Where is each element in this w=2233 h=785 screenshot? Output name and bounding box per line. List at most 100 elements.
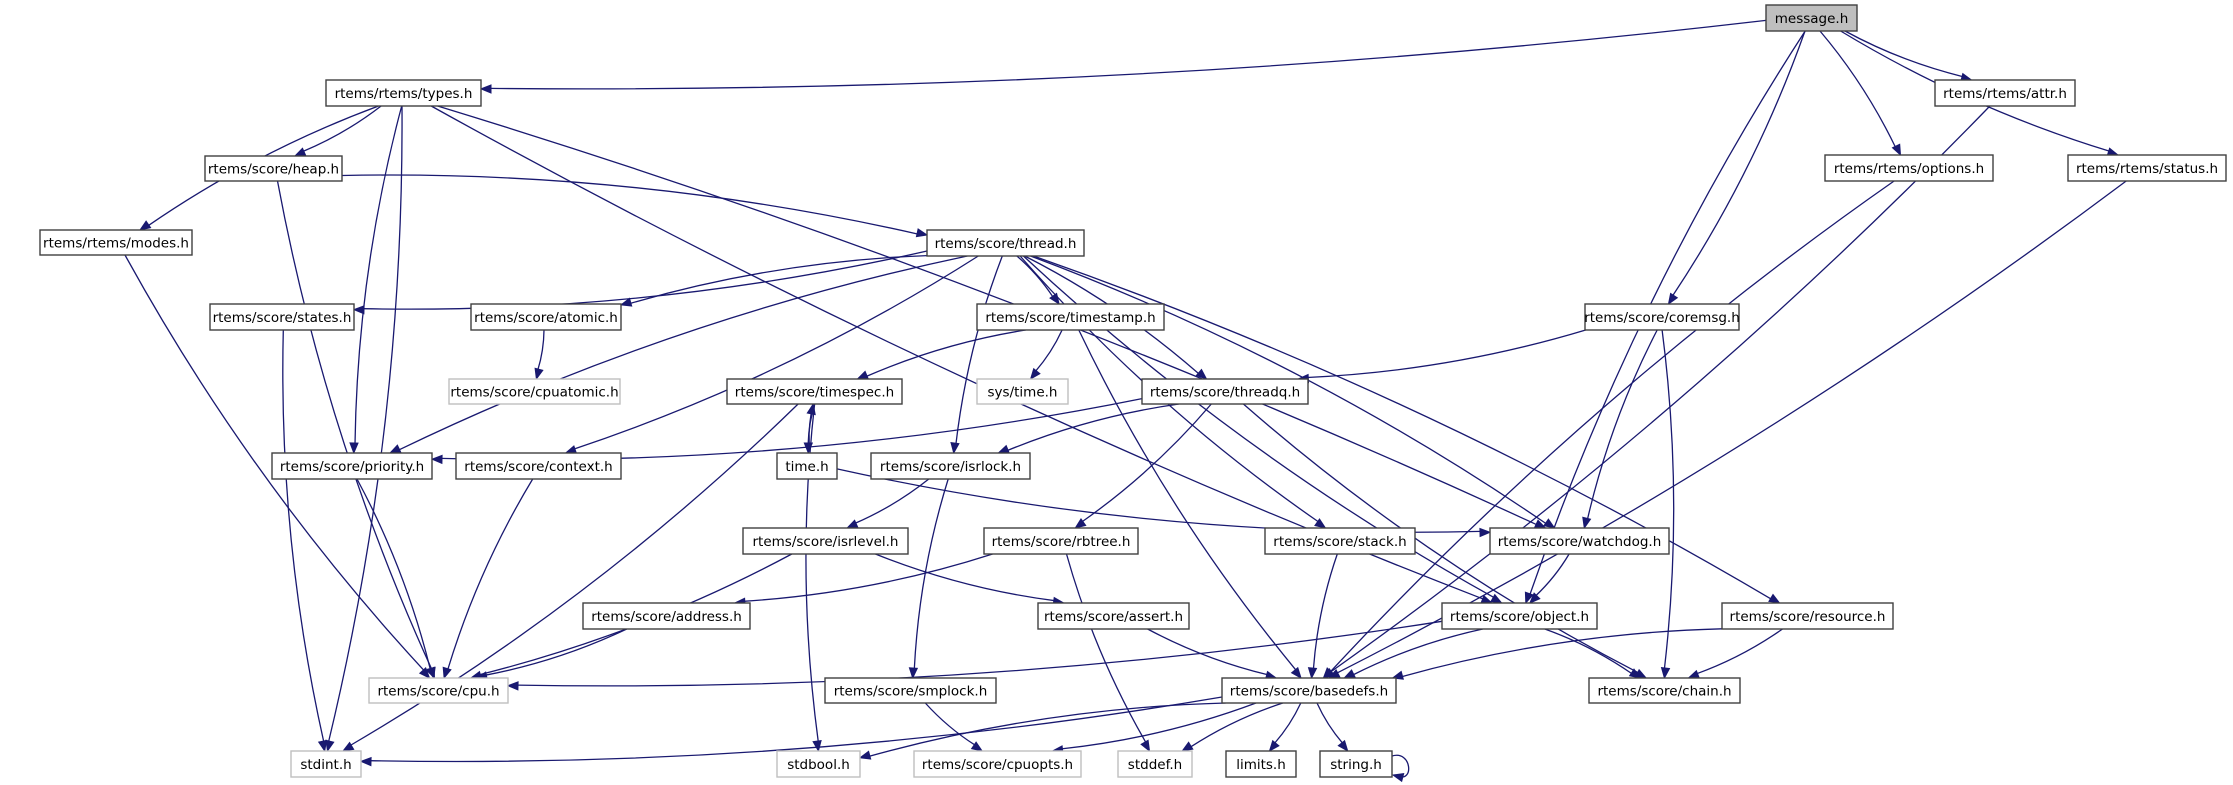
node-label: rtems/score/resource.h bbox=[1730, 609, 1886, 625]
node-rbtree[interactable]: rtems/score/rbtree.h bbox=[983, 527, 1139, 555]
edge-line bbox=[1316, 702, 1344, 744]
edge-basedefs-to-limits bbox=[1268, 702, 1302, 753]
node-string[interactable]: string.h bbox=[1319, 750, 1393, 778]
arrowhead-icon bbox=[293, 147, 307, 157]
edge-message-to-coremsg bbox=[1667, 30, 1806, 306]
edge-line bbox=[805, 403, 819, 743]
edge-line bbox=[447, 478, 534, 670]
edge-line bbox=[327, 105, 403, 743]
node-box bbox=[209, 303, 355, 331]
arrowhead-icon bbox=[1074, 518, 1087, 529]
node-attr[interactable]: rtems/rtems/attr.h bbox=[1934, 79, 2076, 107]
edge-modes-to-cpu bbox=[124, 254, 431, 679]
node-status[interactable]: rtems/rtems/status.h bbox=[2067, 154, 2227, 182]
edge-line bbox=[743, 553, 993, 602]
node-label: rtems/score/context.h bbox=[464, 459, 612, 475]
node-box bbox=[1117, 750, 1193, 778]
node-label: rtems/score/atomic.h bbox=[474, 310, 618, 326]
arrowhead-icon bbox=[1029, 367, 1041, 381]
edge-isrlock-to-isrlevel bbox=[845, 478, 930, 529]
node-box bbox=[39, 229, 193, 256]
node-stack[interactable]: rtems/score/stack.h bbox=[1264, 527, 1416, 555]
node-thread[interactable]: rtems/score/thread.h bbox=[926, 229, 1085, 257]
node-label: rtems/rtems/modes.h bbox=[43, 236, 189, 252]
arrowhead-icon bbox=[845, 519, 859, 529]
arrowhead-icon bbox=[1687, 669, 1701, 679]
arrowhead-icon bbox=[619, 297, 633, 307]
node-context[interactable]: rtems/score/context.h bbox=[455, 452, 622, 480]
edge-stack-to-basedefs bbox=[1307, 553, 1338, 680]
node-object[interactable]: rtems/score/object.h bbox=[1441, 602, 1598, 630]
edge-threadq-to-rbtree bbox=[1074, 403, 1212, 529]
node-priority[interactable]: rtems/score/priority.h bbox=[271, 452, 433, 480]
node-timestamp[interactable]: rtems/score/timestamp.h bbox=[976, 303, 1165, 331]
node-limits[interactable]: limits.h bbox=[1225, 750, 1297, 778]
edge-line bbox=[398, 255, 968, 451]
edge-message-to-attr bbox=[1844, 30, 1973, 82]
node-atomic[interactable]: rtems/score/atomic.h bbox=[470, 303, 622, 331]
edge-timestamp-to-timespec bbox=[856, 329, 1026, 380]
node-cpuatomic: rtems/score/cpuatomic.h bbox=[448, 378, 621, 405]
edge-object-to-basedefs bbox=[1343, 628, 1483, 679]
node-label: rtems/rtems/status.h bbox=[2076, 161, 2218, 177]
edge-line bbox=[349, 403, 799, 747]
node-basedefs[interactable]: rtems/score/basedefs.h bbox=[1221, 677, 1397, 704]
edge-line bbox=[1065, 553, 1147, 744]
edge-thread-to-atomic bbox=[619, 254, 928, 307]
node-timespec[interactable]: rtems/score/timespec.h bbox=[726, 378, 903, 405]
node-isrlock[interactable]: rtems/score/isrlock.h bbox=[870, 452, 1031, 480]
node-modes[interactable]: rtems/rtems/modes.h bbox=[39, 229, 193, 256]
edge-line bbox=[1671, 30, 1806, 297]
arrowhead-icon bbox=[1479, 527, 1492, 538]
edge-basedefs-to-stdint bbox=[359, 696, 1223, 767]
node-states[interactable]: rtems/score/states.h bbox=[209, 303, 355, 331]
arrowhead-icon bbox=[1314, 518, 1327, 529]
edge-line bbox=[276, 180, 433, 670]
edge-line bbox=[1030, 255, 1547, 525]
node-label: rtems/score/isrlock.h bbox=[880, 459, 1021, 475]
node-box bbox=[1934, 79, 2076, 107]
node-message[interactable]: message.h bbox=[1765, 4, 1858, 32]
node-stdbool: stdbool.h bbox=[776, 750, 861, 778]
node-heap[interactable]: rtems/score/heap.h bbox=[204, 155, 343, 182]
arrowhead-icon bbox=[997, 444, 1010, 454]
edge-line bbox=[1696, 628, 1783, 675]
edge-line bbox=[854, 478, 930, 524]
node-label: rtems/score/basedefs.h bbox=[1230, 684, 1388, 700]
edge-object-to-cpu bbox=[506, 620, 1443, 691]
node-label: string.h bbox=[1330, 757, 1382, 773]
node-resource[interactable]: rtems/score/resource.h bbox=[1721, 602, 1894, 630]
node-smplock[interactable]: rtems/score/smplock.h bbox=[824, 677, 997, 704]
node-threadq[interactable]: rtems/score/threadq.h bbox=[1141, 378, 1309, 405]
node-coremsg[interactable]: rtems/score/coremsg.h bbox=[1584, 303, 1740, 331]
edge-thread-to-isrlock bbox=[950, 255, 1003, 455]
edge-message-to-options bbox=[1819, 30, 1902, 157]
node-chain[interactable]: rtems/score/chain.h bbox=[1588, 677, 1741, 704]
node-types[interactable]: rtems/rtems/types.h bbox=[325, 79, 482, 107]
edge-timeh-to-timespec bbox=[806, 402, 816, 454]
node-address[interactable]: rtems/score/address.h bbox=[582, 602, 751, 630]
node-cpuopts: rtems/score/cpuopts.h bbox=[913, 750, 1082, 778]
edges-layer bbox=[124, 19, 2127, 783]
node-assert[interactable]: rtems/score/assert.h bbox=[1037, 602, 1190, 630]
node-isrlevel[interactable]: rtems/score/isrlevel.h bbox=[742, 527, 909, 555]
edge-resource-to-chain bbox=[1687, 628, 1783, 679]
node-label: rtems/score/cpuopts.h bbox=[922, 757, 1073, 773]
arrowhead-icon bbox=[341, 741, 355, 752]
edge-states-to-stdint bbox=[282, 329, 328, 753]
edge-line bbox=[1307, 329, 1586, 379]
edge-atomic-to-cpuatomic bbox=[534, 329, 545, 381]
arrowhead-icon bbox=[1307, 667, 1318, 680]
node-box bbox=[1037, 602, 1190, 630]
node-box bbox=[976, 303, 1165, 331]
arrowhead-icon bbox=[950, 442, 960, 455]
edge-basedefs-to-cpuopts bbox=[1051, 702, 1257, 755]
edge-timestamp-to-systime bbox=[1029, 329, 1063, 381]
node-watchdog[interactable]: rtems/score/watchdog.h bbox=[1489, 527, 1670, 555]
node-box bbox=[1441, 602, 1598, 630]
node-label: rtems/score/assert.h bbox=[1044, 609, 1183, 625]
node-options[interactable]: rtems/rtems/options.h bbox=[1824, 154, 1994, 182]
node-timeh[interactable]: time.h bbox=[776, 452, 838, 480]
node-box bbox=[1264, 527, 1416, 555]
